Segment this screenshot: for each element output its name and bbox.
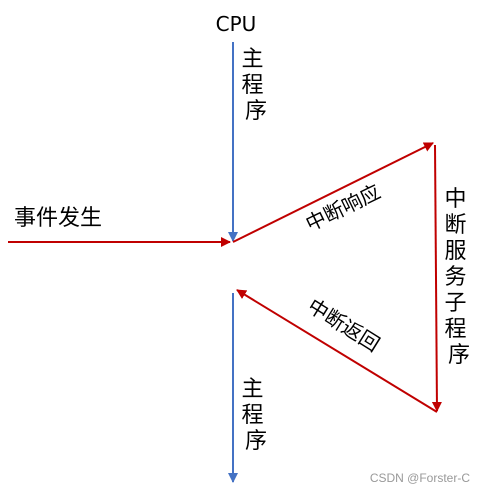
interrupt-response-arrow [232,142,434,243]
interrupt-service-char-2: 断 [444,213,466,238]
main-program-bottom-char-2: 程 [241,403,263,428]
main-program-top-label: 主 程 序 [241,47,270,124]
interrupt-service-char-1: 中 [444,187,466,212]
main-program-top-char-2: 程 [241,73,263,98]
interrupt-service-char-6: 程 [444,317,466,342]
interrupt-service-char-4: 务 [444,265,466,290]
interrupt-return-arrow [236,289,438,413]
event-label: 事件发生 [14,206,102,231]
interrupt-service-arrow [431,144,442,412]
watermark: CSDN @Forster-C [370,471,471,485]
interrupt-service-label: 中 断 服 务 子 程 序 [444,187,473,368]
main-program-bottom-label: 主 程 序 [241,377,270,454]
interrupt-service-char-5: 子 [444,291,466,316]
main-program-top-char-3: 序 [245,99,267,124]
interrupt-return-label: 中断返回 [303,294,384,357]
main-program-bottom-char-3: 序 [245,429,267,454]
interrupt-service-char-7: 序 [448,343,470,368]
main-program-bottom-char-1: 主 [241,377,263,402]
interrupt-service-char-3: 服 [444,239,466,264]
cpu-label: CPU [216,12,257,36]
main-program-top-char-1: 主 [241,47,263,72]
